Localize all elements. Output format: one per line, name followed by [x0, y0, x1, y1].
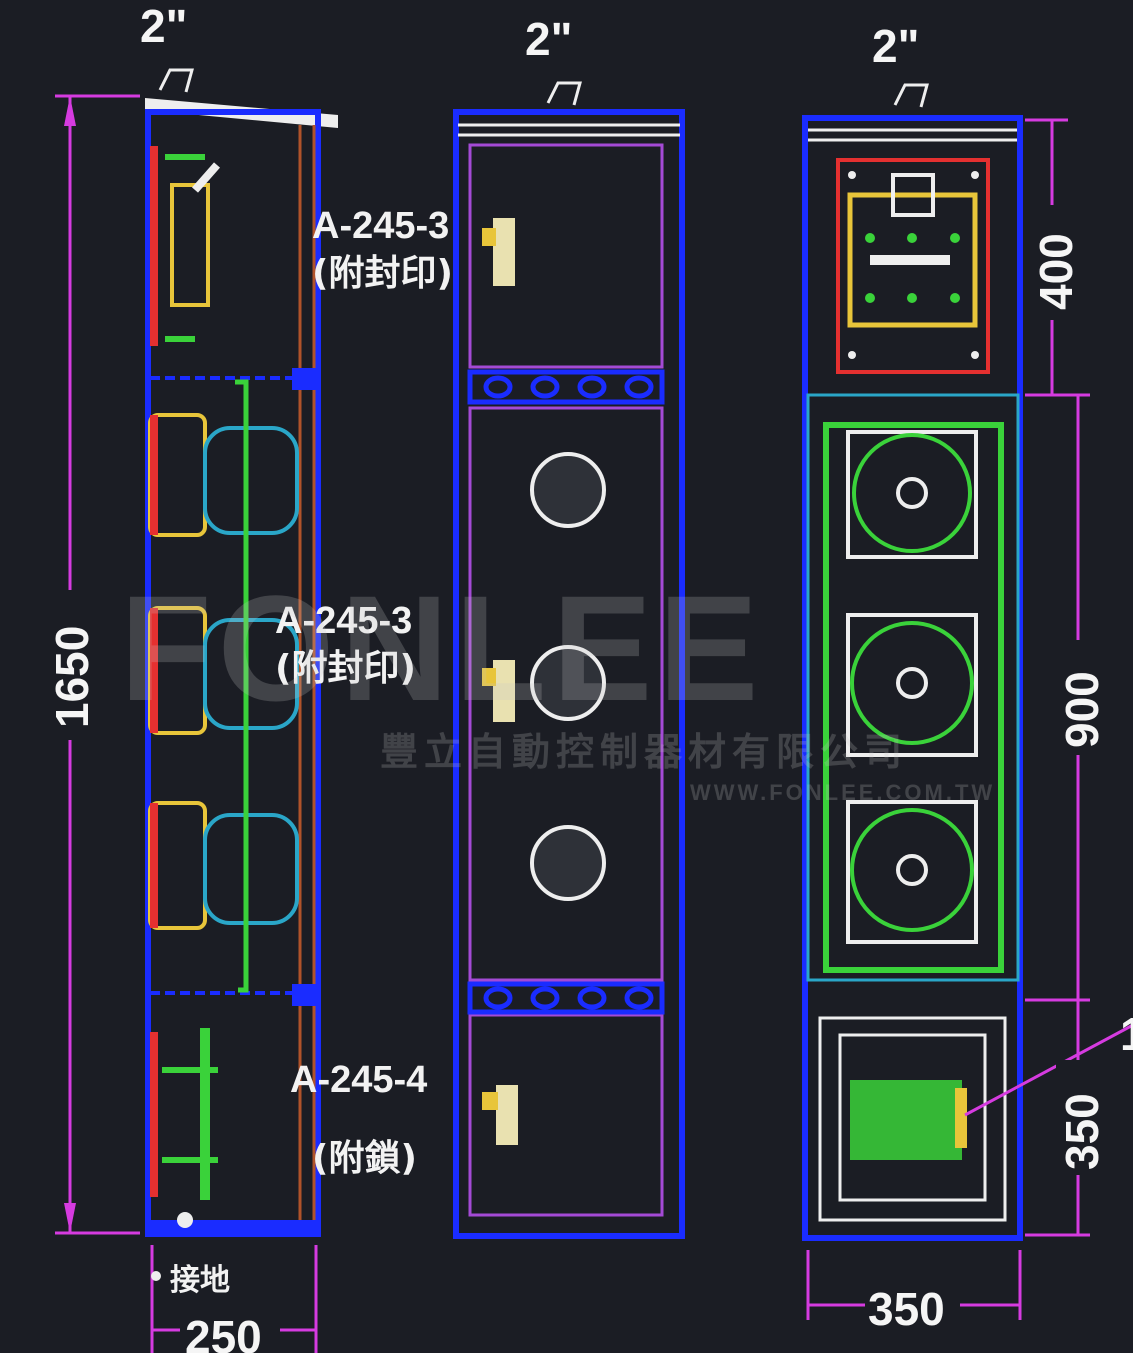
door-view [453, 81, 685, 1239]
breaker-icon [170, 183, 210, 307]
top-part-label: A-245-3 [312, 205, 449, 247]
pipe-label-side: 2" [140, 0, 187, 52]
front-frame [802, 115, 1023, 1241]
watermark: FONLEE 豐立自動控制器材有限公司 WWW.FONLEE.COM.TW [120, 564, 995, 805]
ground-label: 接地 [170, 1263, 230, 1298]
bottom-part-label: A-245-4 [290, 1059, 427, 1101]
front-view: 1 400 900 350 350 [802, 83, 1133, 1335]
pipe-label-door: 2" [525, 13, 572, 65]
dim-bottom-section: 350 [1056, 1093, 1108, 1170]
dim-meter-section: 900 [1056, 671, 1108, 748]
height-dimension: 1650 [46, 626, 98, 728]
width-dimension-side: 250 [185, 1311, 262, 1353]
pipe-icon [158, 68, 194, 93]
meter-socket-icon [846, 800, 978, 944]
lock-latch-icon [482, 1085, 518, 1145]
meter-window-icon [530, 825, 606, 901]
breaker-icon [847, 192, 978, 328]
terminal-block-icon [850, 1080, 962, 1160]
svg-text:FONLEE: FONLEE [120, 564, 764, 732]
pipe-icon [893, 83, 929, 108]
width-dimension-front: 350 [868, 1283, 945, 1335]
svg-text:WWW.FONLEE.COM.TW: WWW.FONLEE.COM.TW [690, 780, 995, 805]
bottom-part-note: (附鎖) [312, 1138, 417, 1179]
seal-latch-icon [482, 660, 515, 722]
door-frame [453, 109, 685, 1239]
meter-socket-icon [846, 613, 978, 757]
middle-part-note: (附封印) [275, 648, 416, 689]
seal-latch-icon [482, 218, 515, 286]
svg-text:豐立自動控制器材有限公司: 豐立自動控制器材有限公司 [380, 730, 908, 774]
meter-window-icon [530, 452, 606, 528]
meter-window-icon [530, 645, 606, 721]
meter-socket-icon [846, 430, 978, 559]
dim-top-section: 400 [1030, 233, 1082, 310]
leader-number: 1 [1120, 1008, 1133, 1060]
top-part-note: (附封印) [312, 253, 453, 294]
ground-terminal-icon [177, 1212, 193, 1228]
middle-part-label: A-245-3 [275, 600, 412, 642]
side-view: 1650 250 接地 A-245-3 (附封印) A-245-3 (附封印) … [40, 68, 453, 1353]
pipe-label-front: 2" [872, 20, 919, 72]
pipe-icon [546, 81, 582, 106]
